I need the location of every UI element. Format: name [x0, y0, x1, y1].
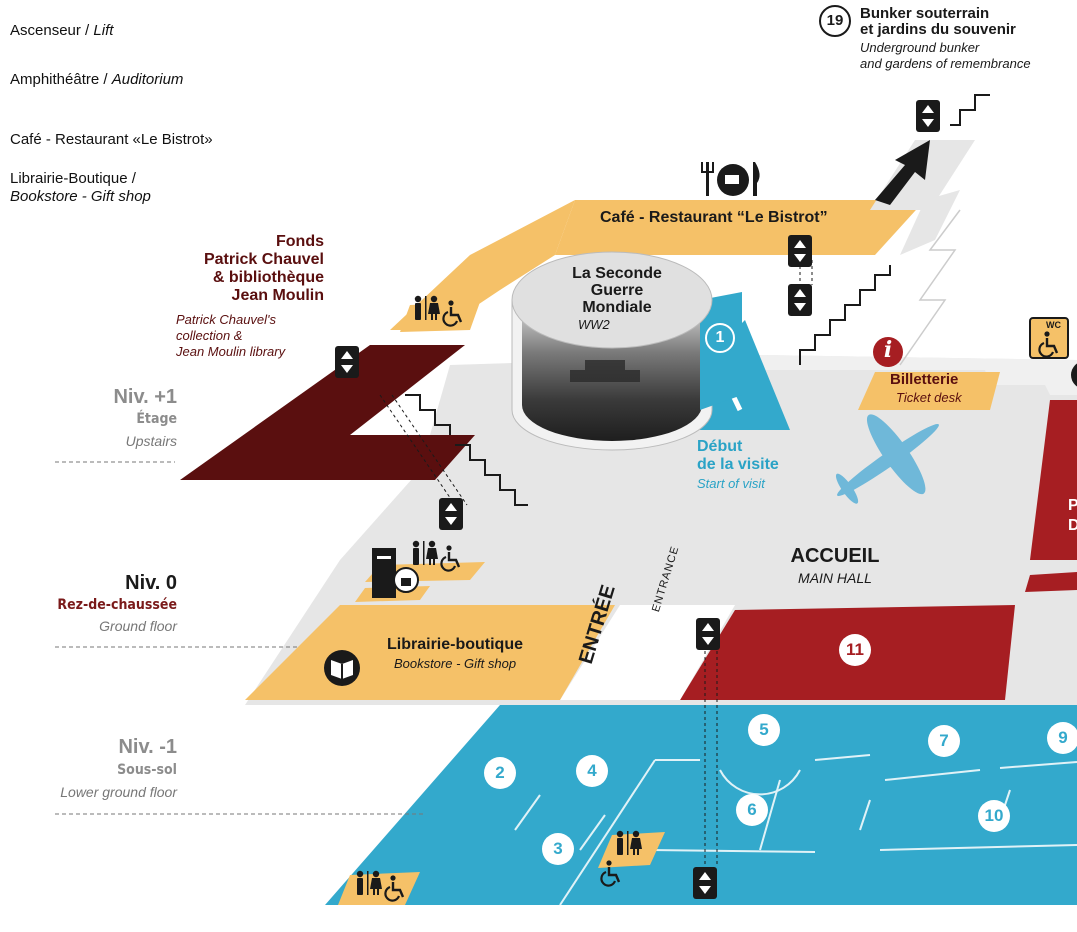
level-dividers: [55, 461, 425, 815]
level-minus1-fr: Sous-sol: [117, 762, 177, 778]
room-19-number: 19: [826, 12, 844, 29]
red-hall: [1030, 400, 1077, 560]
level-plus1-name: Niv. +1: [113, 386, 177, 408]
fonds-en-1: Patrick Chauvel's: [176, 312, 277, 327]
level-minus1-en: Lower ground floor: [60, 784, 177, 800]
level-minus1-name: Niv. -1: [118, 736, 177, 758]
room-10-number: 10: [984, 806, 1004, 825]
fonds-line-3: & bibliothèque: [212, 269, 324, 286]
start-visit-en: Start of visit: [697, 476, 765, 491]
legend-cafe: Café - Restaurant «Le Bistrot»: [10, 131, 213, 148]
start-visit-line-2: de la visite: [697, 456, 779, 473]
upper-walkway: [900, 190, 960, 255]
level-0-fr: Rez-de-chaussée: [57, 597, 177, 613]
ticket-desk-label: Billetterie: [890, 371, 959, 388]
stairs-icon: [405, 394, 451, 435]
legend-lift: Ascenseur / Lift: [10, 22, 114, 39]
fonds-en-3: Jean Moulin library: [176, 344, 286, 359]
restaurant-icon: [701, 162, 760, 196]
cafe-terrace: [555, 200, 925, 255]
room-6-number: 6: [747, 800, 757, 819]
fonds-en-2: collection &: [176, 328, 243, 343]
plane-icon: [835, 414, 939, 504]
ticket-desk-label-en: Ticket desk: [896, 390, 962, 405]
ww2-cylinder: [511, 251, 742, 451]
start-visit-line-1: Début: [697, 438, 743, 455]
lift-icon: [788, 284, 812, 316]
book-icon: [324, 650, 360, 686]
toilets-icon: [356, 870, 405, 902]
room-7-number: 7: [939, 731, 949, 750]
bunker-arrow-icon: [875, 140, 930, 205]
toilets-icon: [616, 830, 642, 855]
toilets-area-minus1: [598, 832, 665, 868]
lift-icon: [439, 498, 463, 530]
room-3-number: 3: [553, 839, 563, 858]
bunker-en-2: and gardens of remembrance: [860, 56, 1031, 71]
upper-outline: [899, 209, 961, 366]
toilets-icon: [414, 295, 463, 327]
level-0-en: Ground floor: [99, 618, 177, 634]
bunker-en-1: Underground bunker: [860, 40, 980, 55]
level-plus1-fr: Étage: [136, 411, 177, 427]
lift-icon: [916, 100, 940, 132]
red-hall-strip: [1025, 572, 1077, 592]
bunker-title-2: et jardins du souvenir: [860, 21, 1016, 38]
room-19-badge: [819, 5, 851, 37]
lift-icon: [335, 346, 359, 378]
info-icon: [873, 337, 903, 367]
main-hall-label-en: MAIN HALL: [798, 570, 872, 586]
ticket-corridor: [760, 355, 1077, 395]
room-11-number: 11: [846, 640, 864, 659]
bookstore-label: Librairie-boutique: [387, 636, 523, 653]
lift-icon: [788, 235, 812, 267]
cafe-label: Café - Restaurant “Le Bistrot”: [600, 209, 828, 226]
room-9-number: 9: [1058, 728, 1068, 747]
toilets-icon: [412, 540, 461, 572]
toilets-area-plus1: [400, 302, 480, 332]
lift-shafts: [379, 260, 813, 865]
stairs-icon: [950, 94, 990, 126]
main-hall-label: ACCUEIL: [790, 545, 880, 567]
fonds-line-4: Jean Moulin: [231, 287, 324, 304]
info-glyph: i: [883, 337, 893, 363]
locker-icon: [372, 548, 419, 598]
room-5-number: 5: [759, 720, 769, 739]
lift-icon: [696, 618, 720, 650]
bookstore-label-en: Bookstore - Gift shop: [393, 656, 517, 671]
red-hall-label-1: P: [1068, 497, 1077, 514]
room-1-badge: [705, 323, 735, 353]
fonds-line-1: Fonds: [276, 233, 324, 250]
legend-shop-en: Bookstore - Gift shop: [10, 188, 151, 205]
room-2-number: 2: [495, 763, 505, 782]
ticket-desk: [858, 372, 1000, 410]
room-1-number: 1: [715, 329, 725, 346]
entrance-corridor: [560, 605, 735, 700]
stairs-icon: [455, 444, 528, 506]
red-hall-label-2: D: [1068, 517, 1077, 534]
fonds-area: [180, 345, 475, 480]
lift-icon: [693, 867, 717, 899]
legend-shop: Librairie-Boutique /: [10, 170, 136, 187]
fonds-line-2: Patrick Chauvel: [203, 251, 324, 268]
room-4-number: 4: [587, 761, 597, 780]
level-plus1-en: Upstairs: [125, 433, 177, 449]
room-badges: [484, 634, 1077, 865]
wc-label: WC: [1046, 320, 1061, 330]
partial-circle-icon: [1071, 363, 1077, 387]
level-0-name: Niv. 0: [125, 572, 177, 594]
stairs-icon: [799, 265, 891, 365]
legend-auditorium: Amphithéâtre / Auditorium: [10, 71, 184, 88]
bunker-title-1: Bunker souterrain: [860, 5, 990, 22]
